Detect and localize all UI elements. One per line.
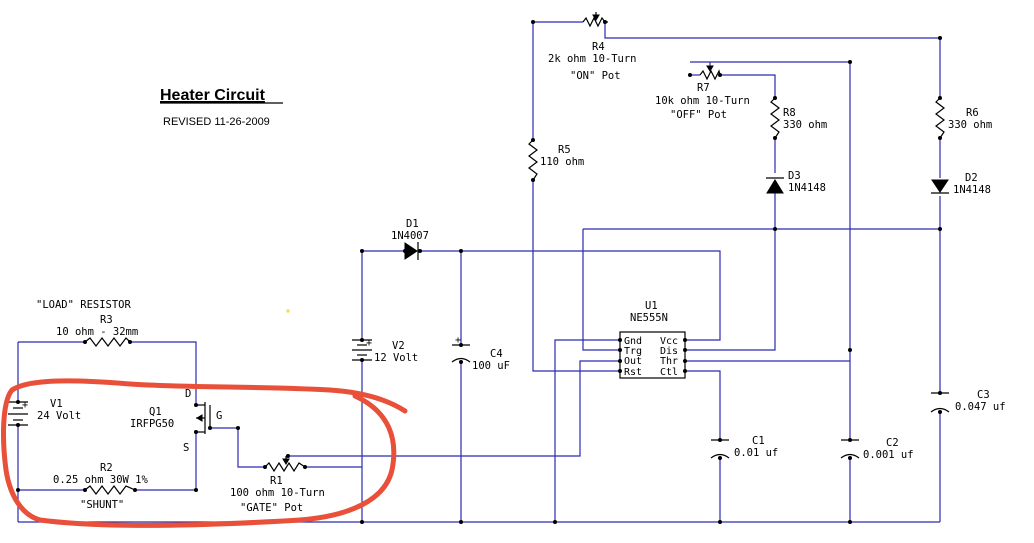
q1-pin-s: S xyxy=(183,442,189,454)
u1-pin-trg: Trg xyxy=(624,346,642,357)
c4-ref: C4 xyxy=(490,348,503,360)
r3-resistor-symbol xyxy=(84,337,131,347)
u1-ref: U1 xyxy=(645,300,658,312)
u1-pin-vcc: Vcc xyxy=(660,336,678,347)
r2-value: 0.25 ohm 30W 1% xyxy=(53,474,149,486)
r1-ref: R1 xyxy=(270,475,283,487)
c4-capacitor-symbol: + xyxy=(451,335,471,363)
r6-ref: R6 xyxy=(966,107,979,119)
u1-pin-out: Out xyxy=(624,356,642,367)
r2-note: "SHUNT" xyxy=(80,499,124,511)
r6-resistor-symbol xyxy=(935,97,945,139)
r5-ref: R5 xyxy=(558,144,571,156)
d3-diode-symbol xyxy=(766,177,784,194)
wires xyxy=(17,21,941,523)
v1-battery-symbol: + xyxy=(8,400,28,426)
d2-value: 1N4148 xyxy=(953,184,991,196)
r1-pot-symbol xyxy=(264,456,306,473)
c1-capacitor-symbol xyxy=(710,439,730,459)
svg-text:+: + xyxy=(366,338,372,349)
svg-text:+: + xyxy=(455,335,461,346)
r4-value: 2k ohm 10-Turn xyxy=(548,53,637,65)
r2-ref: R2 xyxy=(100,462,113,474)
r5-resistor-symbol xyxy=(528,139,538,181)
c2-value: 0.001 uf xyxy=(863,449,914,461)
q1-pin-g: G xyxy=(216,410,222,422)
c4-value: 100 uF xyxy=(472,360,510,372)
c2-ref: C2 xyxy=(886,437,899,449)
u1-ic-symbol xyxy=(619,331,686,379)
u1-pin-thr: Thr xyxy=(660,356,678,367)
d3-value: 1N4148 xyxy=(788,182,826,194)
r8-resistor-symbol xyxy=(770,97,780,139)
q1-mosfet-symbol xyxy=(196,402,211,434)
r5-value: 110 ohm xyxy=(540,156,584,168)
c3-capacitor-symbol xyxy=(930,392,950,413)
r7-note: "OFF" Pot xyxy=(670,109,727,121)
q1-ref: Q1 xyxy=(149,406,162,418)
svg-text:+: + xyxy=(22,400,28,411)
d3-ref: D3 xyxy=(788,170,801,182)
c3-ref: C3 xyxy=(977,389,990,401)
r7-ref: R7 xyxy=(697,82,710,94)
v1-ref: V1 xyxy=(50,398,63,410)
v1-value: 24 Volt xyxy=(37,410,81,422)
d1-value: 1N4007 xyxy=(391,230,429,242)
u1-value: NE555N xyxy=(630,312,668,324)
r3-value: 10 ohm - 32mm xyxy=(56,326,138,338)
junction-dots xyxy=(16,20,942,524)
u1-pin-dis: Dis xyxy=(660,346,678,357)
u1-pin-gnd: Gnd xyxy=(624,336,642,347)
d1-ref: D1 xyxy=(406,218,419,230)
u1-pin-rst: Rst xyxy=(624,367,642,378)
r8-value: 330 ohm xyxy=(783,119,827,131)
r6-value: 330 ohm xyxy=(948,119,992,131)
q1-pin-d: D xyxy=(185,388,191,400)
c2-capacitor-symbol xyxy=(840,439,860,459)
stray-mark xyxy=(286,309,290,313)
c1-value: 0.01 uf xyxy=(734,447,778,459)
r3-note: "LOAD" RESISTOR xyxy=(36,299,132,311)
r3-ref: R3 xyxy=(100,314,113,326)
r8-ref: R8 xyxy=(783,107,796,119)
revision-date: REVISED 11-26-2009 xyxy=(163,116,270,128)
diagram-title: Heater Circuit xyxy=(160,87,266,104)
r1-value: 100 ohm 10-Turn xyxy=(230,487,325,499)
r1-note: "GATE" Pot xyxy=(240,502,303,514)
v2-ref: V2 xyxy=(392,340,405,352)
highlight-annotation xyxy=(1,378,408,528)
r4-ref: R4 xyxy=(592,41,605,53)
c1-ref: C1 xyxy=(752,435,765,447)
d2-ref: D2 xyxy=(965,172,978,184)
r7-pot-symbol xyxy=(699,65,721,81)
r7-value: 10k ohm 10-Turn xyxy=(655,95,750,107)
r4-pot-symbol xyxy=(582,12,608,28)
q1-value: IRFPG50 xyxy=(130,418,174,430)
c3-value: 0.047 uf xyxy=(955,401,1006,413)
r4-note: "ON" Pot xyxy=(570,70,621,82)
v2-value: 12 Volt xyxy=(374,352,418,364)
u1-pin-ctl: Ctl xyxy=(660,367,678,378)
d2-diode-symbol xyxy=(931,179,949,194)
r2-resistor-symbol xyxy=(84,485,136,495)
